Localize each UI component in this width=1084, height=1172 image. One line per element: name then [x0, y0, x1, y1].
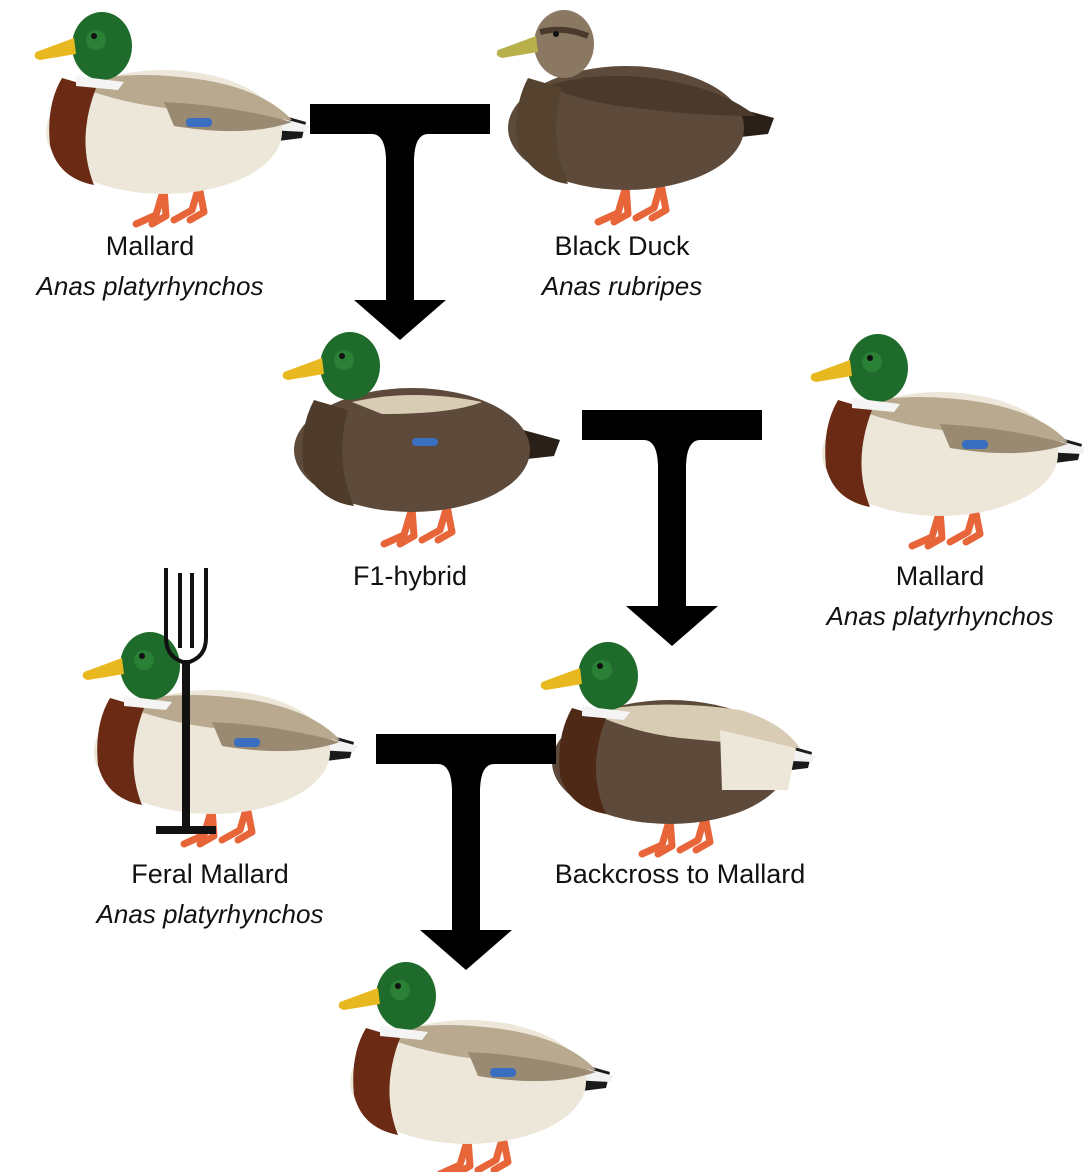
- offspring-duck-icon: [339, 962, 614, 1172]
- black-duck-icon: [497, 10, 774, 222]
- merge-arrow-1: [310, 104, 490, 340]
- mallard-scientific-name: Anas platyrhynchos: [0, 266, 300, 306]
- mallard-second-scientific-name: Anas platyrhynchos: [790, 596, 1084, 636]
- mallard-second-common-name: Mallard: [830, 556, 1050, 596]
- mallard-common-name: Mallard: [40, 226, 260, 266]
- feral-mallard-common-name: Feral Mallard: [90, 854, 330, 894]
- mallard-drake-icon: [35, 12, 310, 224]
- hybrid-duck-icon: [283, 332, 560, 544]
- black-duck-common-name: Black Duck: [502, 226, 742, 266]
- merge-arrow-3: [376, 734, 556, 970]
- backcross-label: Backcross to Mallard: [520, 854, 840, 894]
- merge-arrow-2: [582, 410, 762, 646]
- mallard-drake-icon: [811, 334, 1084, 546]
- f1-hybrid-label: F1-hybrid: [300, 556, 520, 596]
- black-duck-scientific-name: Anas rubripes: [502, 266, 742, 306]
- feral-mallard-scientific-name: Anas platyrhynchos: [60, 894, 360, 934]
- feral-mallard-icon: [83, 632, 358, 844]
- backcross-duck-icon: [541, 642, 816, 854]
